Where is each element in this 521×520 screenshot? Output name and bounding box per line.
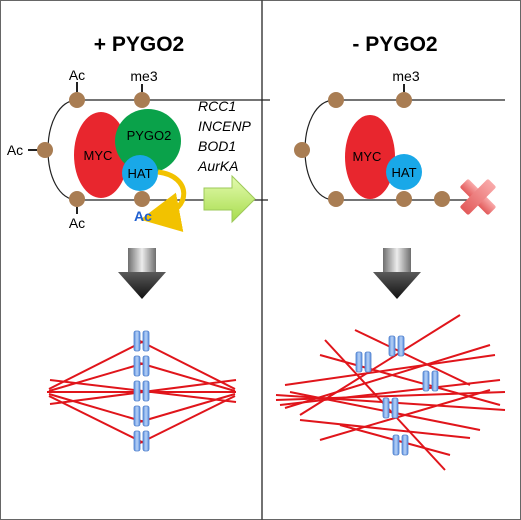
nucleosome xyxy=(434,191,450,207)
pygo2-label: PYGO2 xyxy=(127,128,172,143)
chromosome xyxy=(382,397,390,419)
activation-arrow xyxy=(203,174,256,224)
myc-protein xyxy=(74,112,128,198)
hat-label: HAT xyxy=(127,166,152,181)
chromosome xyxy=(392,434,400,456)
myc-protein xyxy=(345,115,395,199)
chromosome xyxy=(391,397,399,419)
chromosome xyxy=(388,335,396,357)
chromosome xyxy=(133,430,141,452)
hat-protein xyxy=(122,155,158,191)
target-gene-incenp: INCENP xyxy=(198,118,252,134)
nucleosome xyxy=(37,142,53,158)
target-gene-rcc1: RCC1 xyxy=(198,98,236,114)
chromosome xyxy=(142,430,150,452)
target-gene-aurka: AurKA xyxy=(197,158,238,174)
chromosome xyxy=(431,370,439,392)
left-panel-title: + PYGO2 xyxy=(94,33,184,56)
nucleosome xyxy=(134,92,150,108)
left-spindle xyxy=(47,330,237,452)
chromosome xyxy=(364,351,372,373)
chromosome xyxy=(355,351,363,373)
myc-label: MYC xyxy=(353,149,382,164)
chromosome xyxy=(133,380,141,402)
chromosome xyxy=(142,330,150,352)
trimethyl-mark-label: me3 xyxy=(130,68,157,84)
nucleosome xyxy=(396,191,412,207)
right-down-arrow xyxy=(373,248,421,299)
acetyl-mark-bottom-label: Ac xyxy=(69,215,85,231)
right-panel-title: - PYGO2 xyxy=(352,33,437,56)
left-panel: + PYGO2 Ac me3 Ac Ac MYC PYGO2 HAT Ac RC… xyxy=(7,33,270,452)
hat-label: HAT xyxy=(391,165,416,180)
chromosome xyxy=(422,370,430,392)
nucleosome xyxy=(294,142,310,158)
trimethyl-mark-label: me3 xyxy=(392,68,419,84)
chromosome xyxy=(142,380,150,402)
hat-protein xyxy=(386,154,422,190)
myc-label: MYC xyxy=(84,148,113,163)
nucleosome xyxy=(69,92,85,108)
chromosome xyxy=(133,355,141,377)
left-down-arrow xyxy=(118,248,166,299)
acetyl-mark-top-label: Ac xyxy=(69,67,85,83)
chromosome xyxy=(142,355,150,377)
right-spindle xyxy=(275,314,506,471)
nucleosome xyxy=(328,191,344,207)
target-gene-bod1: BOD1 xyxy=(198,138,236,154)
chromosome xyxy=(142,405,150,427)
pygo2-protein xyxy=(115,109,181,173)
acetyl-transfer-label: Ac xyxy=(134,208,152,224)
chromosome xyxy=(397,335,405,357)
blocked-cross-icon xyxy=(460,179,496,215)
acetylation-arrow xyxy=(140,169,187,232)
chromosome xyxy=(133,330,141,352)
nucleosome xyxy=(134,191,150,207)
chromosome xyxy=(401,434,409,456)
nucleosome xyxy=(328,92,344,108)
acetyl-mark-left-label: Ac xyxy=(7,142,23,158)
nucleosome xyxy=(69,191,85,207)
chromosome xyxy=(133,405,141,427)
right-panel: - PYGO2 me3 MYC HAT xyxy=(275,33,506,471)
nucleosome xyxy=(396,92,412,108)
